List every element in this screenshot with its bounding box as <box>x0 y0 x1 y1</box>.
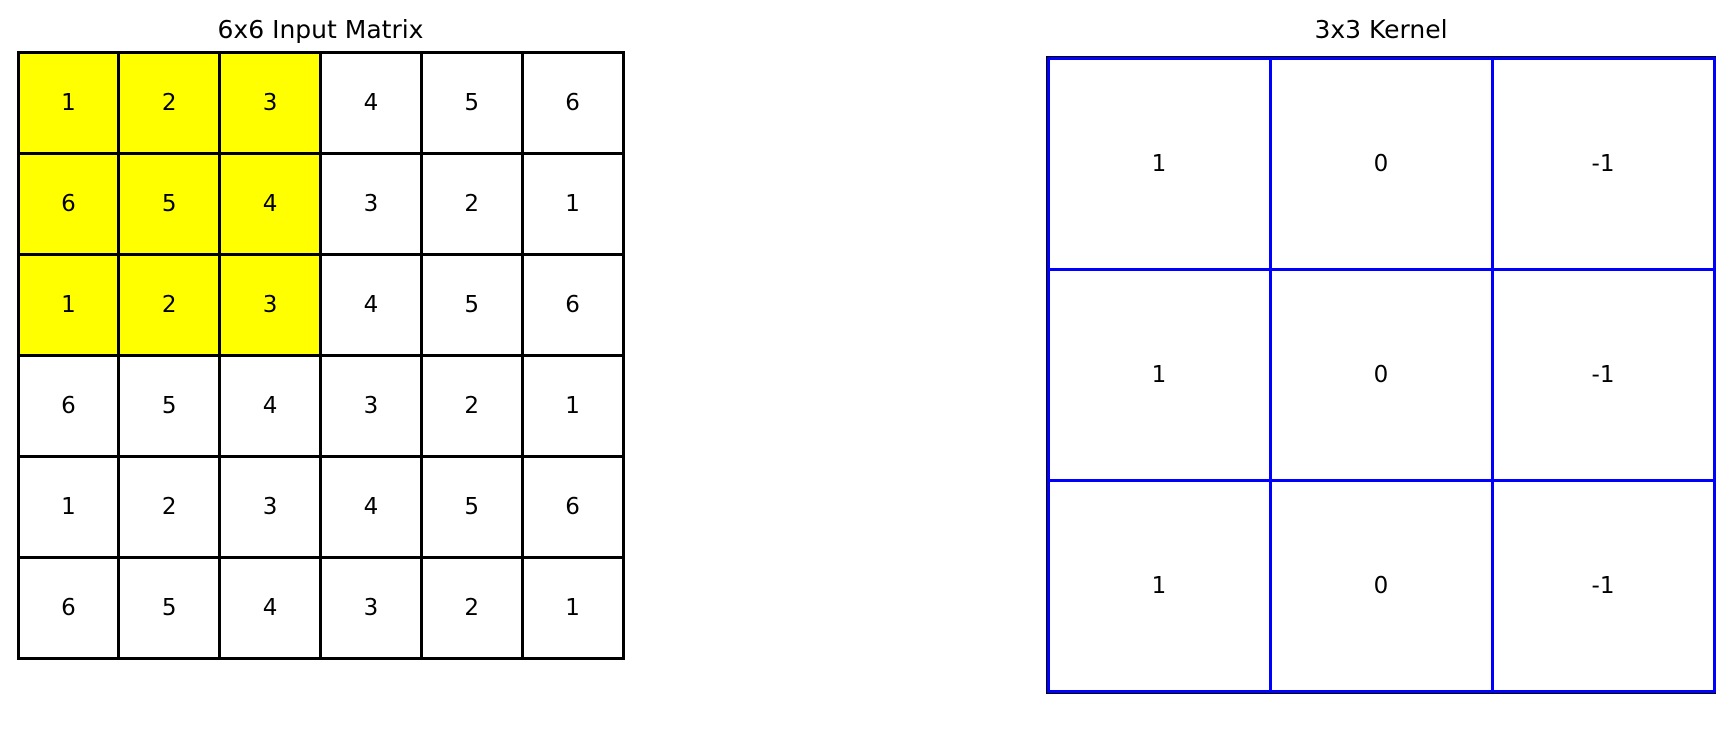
matrix-cell-r2-c0: 1 <box>16 252 121 357</box>
kernel-cell-r0-c2: -1 <box>1490 56 1716 271</box>
matrix-cell-r4-c0: 1 <box>16 454 121 559</box>
kernel-cell-r1-c0: 1 <box>1046 267 1272 483</box>
matrix-cell-r1-c4: 2 <box>419 151 524 256</box>
matrix-cell-r5-c0: 6 <box>16 555 121 660</box>
matrix-cell-r4-c5: 6 <box>520 454 625 559</box>
matrix-cell-r5-c4: 2 <box>419 555 524 660</box>
matrix-cell-r5-c5: 1 <box>520 555 625 660</box>
matrix-cell-r1-c3: 3 <box>319 151 423 256</box>
matrix-cell-r3-c2: 4 <box>218 353 322 458</box>
matrix-cell-r0-c5: 6 <box>520 50 625 155</box>
matrix-cell-r4-c3: 4 <box>319 454 423 559</box>
matrix-cell-r2-c3: 4 <box>319 252 423 357</box>
matrix-cell-r0-c4: 5 <box>419 50 524 155</box>
matrix-cell-r2-c4: 5 <box>419 252 524 357</box>
kernel-cell-r1-c1: 0 <box>1268 267 1494 483</box>
kernel-cell-r2-c0: 1 <box>1046 479 1272 694</box>
kernel-cell-r2-c1: 0 <box>1268 479 1494 694</box>
kernel-title: 3x3 Kernel <box>1314 15 1448 44</box>
matrix-cell-r3-c4: 2 <box>419 353 524 458</box>
matrix-cell-r3-c0: 6 <box>16 353 121 458</box>
kernel-cell-r0-c1: 0 <box>1268 56 1494 271</box>
matrix-cell-r2-c5: 6 <box>520 252 625 357</box>
matrix-cell-r0-c2: 3 <box>218 50 322 155</box>
matrix-cell-r4-c1: 2 <box>117 454 222 559</box>
matrix-cell-r5-c2: 4 <box>218 555 322 660</box>
matrix-cell-r2-c2: 3 <box>218 252 322 357</box>
matrix-cell-r1-c1: 5 <box>117 151 222 256</box>
matrix-cell-r1-c2: 4 <box>218 151 322 256</box>
kernel-cell-r2-c2: -1 <box>1490 479 1716 694</box>
matrix-cell-r5-c3: 3 <box>319 555 423 660</box>
kernel-cell-r1-c2: -1 <box>1490 267 1716 483</box>
matrix-cell-r3-c1: 5 <box>117 353 222 458</box>
matrix-cell-r1-c5: 1 <box>520 151 625 256</box>
matrix-cell-r4-c2: 3 <box>218 454 322 559</box>
matrix-cell-r0-c1: 2 <box>117 50 222 155</box>
matrix-cell-r0-c0: 1 <box>16 50 121 155</box>
input-matrix-title: 6x6 Input Matrix <box>217 15 424 44</box>
matrix-cell-r3-c5: 1 <box>520 353 625 458</box>
matrix-cell-r2-c1: 2 <box>117 252 222 357</box>
matrix-cell-r0-c3: 4 <box>319 50 423 155</box>
kernel-cell-r0-c0: 1 <box>1046 56 1272 271</box>
matrix-cell-r5-c1: 5 <box>117 555 222 660</box>
matrix-cell-r1-c0: 6 <box>16 151 121 256</box>
matrix-cell-r4-c4: 5 <box>419 454 524 559</box>
matrix-cell-r3-c3: 3 <box>319 353 423 458</box>
